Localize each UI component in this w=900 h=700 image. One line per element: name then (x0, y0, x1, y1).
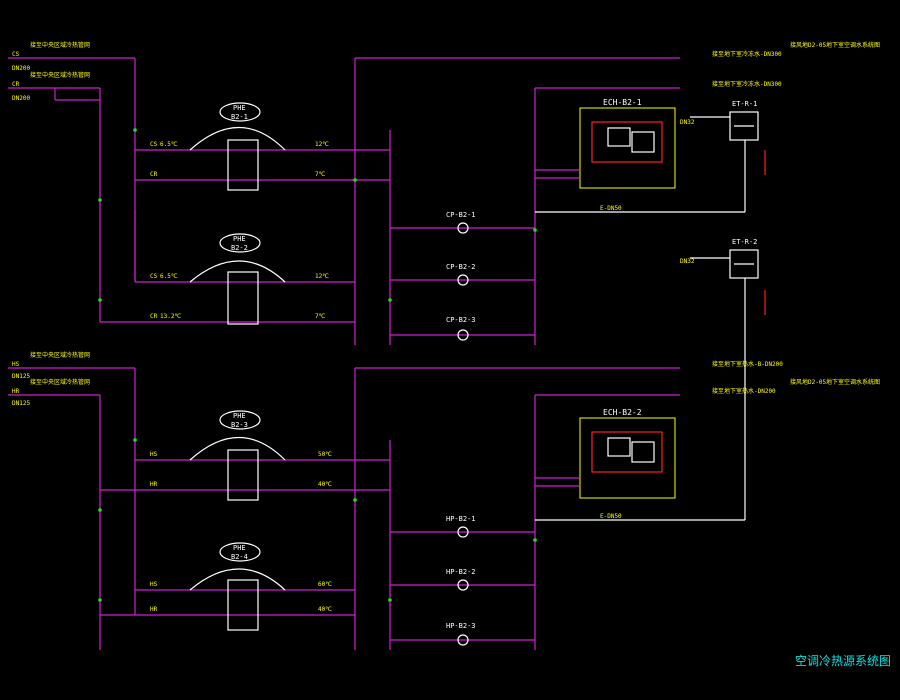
right-line-3: 接至地下室热水-B-DN200 (712, 360, 783, 368)
svg-text:13.2℃: 13.2℃ (160, 313, 181, 320)
svg-text:CS: CS (150, 141, 158, 148)
svg-text:HR: HR (150, 481, 158, 488)
pump-id: HP-B2-3 (446, 622, 476, 630)
svg-text:40℃: 40℃ (318, 481, 332, 488)
pipe-size-a: DN200 (12, 65, 30, 72)
pipe-code-cr: CR (12, 81, 20, 88)
pump-id: HP-B2-2 (446, 568, 476, 576)
phe-id: B2-2 (231, 244, 248, 252)
expansion-tank-et-r-1: ET-R-1 DN32 (680, 100, 766, 212)
svg-text:CS: CS (150, 273, 158, 280)
right-line-1: 接至地下室冷冻水-DN300 (712, 50, 782, 58)
pump-cp-b2-1: CP-B2-1 (446, 211, 476, 234)
pipe-code-hs: HS (12, 361, 20, 368)
right-line-4: 接至地下室热水-DN200 (712, 387, 776, 395)
svg-text:6.5℃: 6.5℃ (160, 141, 178, 148)
bottom-left-supply: 接至中央区域冷热管网 接至中央区域冷热管网 HS HR DN125 DN125 (8, 351, 136, 650)
valve-marker (133, 128, 137, 132)
svg-text:12℃: 12℃ (315, 141, 329, 148)
valve-marker (98, 298, 102, 302)
svg-text:DN32: DN32 (680, 119, 695, 126)
pump-cp-b2-3: CP-B2-3 (446, 316, 476, 341)
phe-b2-1: PHE B2-1 CS 6.5℃ CR 12℃ 7℃ (150, 102, 329, 191)
svg-text:7℃: 7℃ (315, 171, 326, 178)
svg-text:HS: HS (150, 581, 158, 588)
supply-label-bot-a: 接至中央区域冷热管网 (30, 351, 90, 359)
supply-label-bot-b: 接至中央区域冷热管网 (30, 378, 90, 386)
valve-marker (388, 298, 392, 302)
pump-hp-b2-3: HP-B2-3 (446, 622, 476, 646)
svg-text:7℃: 7℃ (315, 313, 326, 320)
expansion-tank-et-r-2: ET-R-2 DN32 (680, 238, 766, 520)
svg-text:CR: CR (150, 313, 158, 320)
tank-id: ET-R-1 (732, 100, 757, 108)
pump-hp-b2-2: HP-B2-2 (446, 568, 476, 591)
pump-id: CP-B2-3 (446, 316, 476, 324)
right-note-top: 接风地D2-05地下室空调水系统图 (790, 41, 880, 49)
valve-marker (98, 598, 102, 602)
svg-text:60℃: 60℃ (318, 581, 332, 588)
valve-marker (353, 178, 357, 182)
valve-marker (388, 598, 392, 602)
valve-marker (98, 198, 102, 202)
pressurization-unit-ech-b2-2: ECH-B2-2 E-DN50 (535, 408, 745, 521)
svg-text:HS: HS (150, 451, 158, 458)
unit-id: ECH-B2-2 (603, 408, 642, 417)
phe-id: B2-3 (231, 421, 248, 429)
pump-id: CP-B2-1 (446, 211, 476, 219)
phe-label: PHE (233, 544, 246, 552)
svg-text:40℃: 40℃ (318, 606, 332, 613)
phe-label: PHE (233, 412, 246, 420)
phe-label: PHE (233, 104, 246, 112)
tank-id: ET-R-2 (732, 238, 757, 246)
unit-id: ECH-B2-1 (603, 98, 642, 107)
pressurization-unit-ech-b2-1: ECH-B2-1 E-DN50 (535, 98, 745, 213)
pump-hp-b2-1: HP-B2-1 (446, 515, 476, 538)
pump-id: CP-B2-2 (446, 263, 476, 271)
svg-text:50℃: 50℃ (318, 451, 332, 458)
right-note-bot: 接风地D2-05地下室空调水系统图 (790, 378, 880, 386)
pipe-code-hr: HR (12, 388, 20, 395)
phe-b2-4: PHE B2-4 HS HR 60℃ 40℃ (150, 542, 332, 631)
drawing-title: 空调冷热源系统图 (795, 654, 891, 668)
supply-label-top-a: 接至中央区域冷热管网 (30, 41, 90, 49)
pump-id: HP-B2-1 (446, 515, 476, 523)
valve-marker (133, 438, 137, 442)
pipe-size-b: DN200 (12, 95, 30, 102)
pipe-code-cs: CS (12, 51, 20, 58)
svg-text:HR: HR (150, 606, 158, 613)
phe-label: PHE (233, 235, 246, 243)
phe-b2-3: PHE B2-3 HS HR 50℃ 40℃ (150, 410, 332, 501)
svg-text:CR: CR (150, 171, 158, 178)
right-line-2: 接至地下室冷冻水-DN300 (712, 80, 782, 88)
svg-text:E-DN50: E-DN50 (600, 513, 622, 520)
valve-markers (98, 128, 537, 602)
phe-b2-2: PHE B2-2 CS 6.5℃ CR 13.2℃ 12℃ 7℃ (150, 233, 329, 325)
svg-text:6.5℃: 6.5℃ (160, 273, 178, 280)
svg-text:12℃: 12℃ (315, 273, 329, 280)
valve-marker (533, 228, 537, 232)
svg-text:E-DN50: E-DN50 (600, 205, 622, 212)
pump-cp-b2-2: CP-B2-2 (446, 263, 476, 286)
phe-id: B2-1 (231, 113, 248, 121)
valve-marker (353, 498, 357, 502)
valve-marker (533, 538, 537, 542)
svg-text:DN125: DN125 (12, 373, 30, 380)
svg-text:DN125: DN125 (12, 400, 30, 407)
top-left-supply: 接至中央区域冷热管网 接至中央区域冷热管网 CS CR DN200 DN200 (8, 41, 136, 322)
valve-marker (98, 508, 102, 512)
svg-text:DN32: DN32 (680, 258, 695, 265)
phe-id: B2-4 (231, 553, 248, 561)
supply-label-top-b: 接至中央区域冷热管网 (30, 71, 90, 79)
